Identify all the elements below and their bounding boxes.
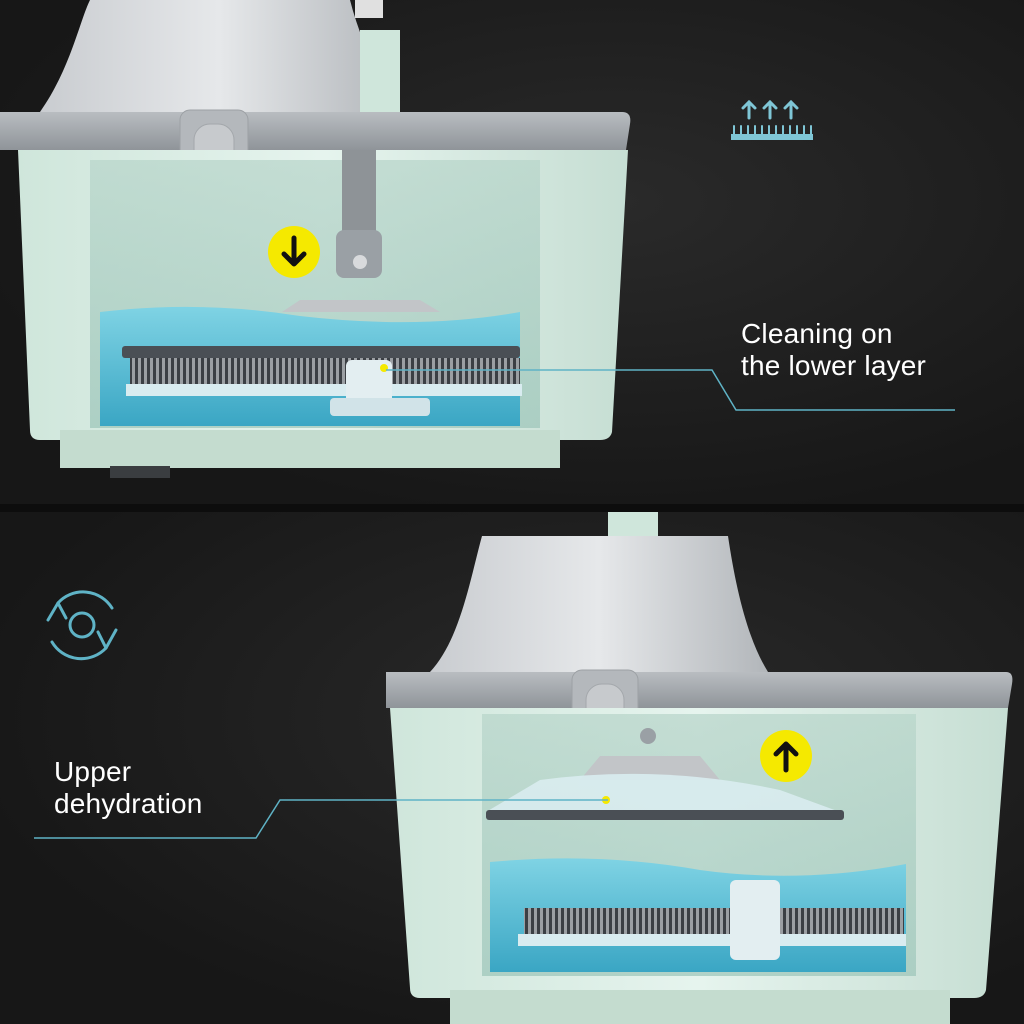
bottom-callout-line <box>34 799 608 839</box>
top-caption-line2: the lower layer <box>741 350 927 381</box>
bottom-caption-line1: Upper <box>54 756 132 787</box>
panel-divider <box>0 504 1024 512</box>
top-caption: Cleaning on the lower layer <box>741 318 926 382</box>
top-bucket-lid <box>0 112 631 150</box>
rotation-cycle-icon <box>46 590 118 661</box>
bottom-bucket-lid <box>386 672 1013 708</box>
steam-arrows-icon <box>731 99 813 140</box>
bottom-bucket <box>386 512 1013 1024</box>
top-bucket-bristles <box>130 358 520 384</box>
bottom-bucket-dome <box>430 536 768 672</box>
arrow-up-icon <box>760 730 812 782</box>
top-caption-line1: Cleaning on <box>741 318 893 349</box>
top-bucket <box>0 0 631 478</box>
top-callout-line <box>386 369 955 411</box>
bottom-caption-line2: dehydration <box>54 788 203 819</box>
top-bucket-dome <box>40 0 398 112</box>
arrow-down-icon <box>268 226 320 278</box>
bottom-caption: Upper dehydration <box>54 756 203 820</box>
